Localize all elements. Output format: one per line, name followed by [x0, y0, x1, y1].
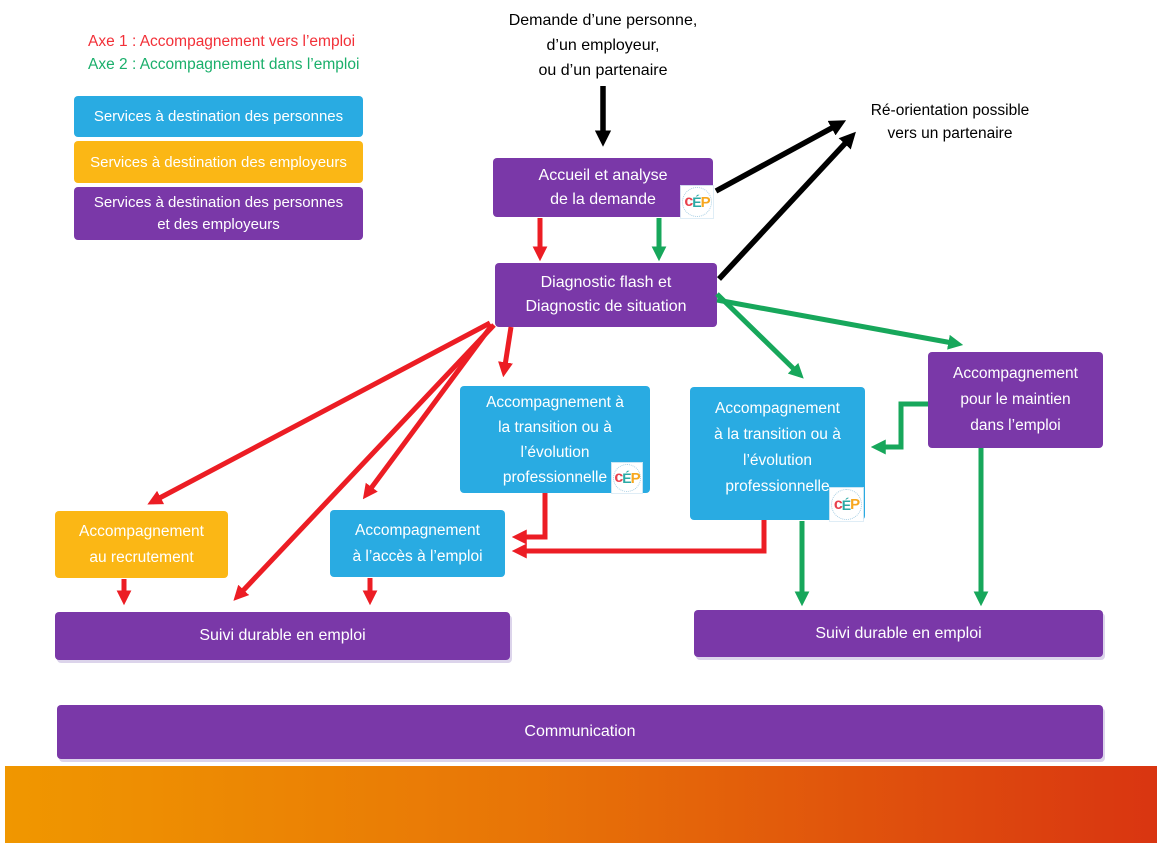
cep-logo-letter-e: É: [692, 194, 701, 210]
legend-box-personnes-employeurs-label: Services à destination des personnes et …: [93, 193, 344, 233]
recrutement-box-label: Accompagnement au recrutement: [79, 522, 204, 566]
cep-logo-letter-e: É: [841, 496, 851, 513]
cep-logo-letter-c: c: [833, 495, 843, 513]
cep-logo-ring: [613, 464, 641, 492]
acces-emploi-box-label: Accompagnement à l’accès à l’emploi: [352, 521, 483, 565]
cep-logo-ring: [682, 187, 712, 217]
legend-box-employeurs: Services à destination des employeurs: [74, 141, 363, 183]
maintien-box: Accompagnement pour le maintien dans l’e…: [928, 352, 1103, 448]
legend-box-personnes-label: Services à destination des personnes: [93, 108, 344, 125]
transition-right-box-label: Accompagnement à la transition ou à l’év…: [714, 400, 841, 495]
accueil-box: Accueil et analyse de la demande: [493, 158, 713, 217]
arrow-maintien-to-transition-right: [870, 401, 928, 455]
arrow-transition-right-to-acces: [511, 520, 767, 559]
cep-logo-letter-c: c: [614, 469, 623, 486]
cep-logo-letter-p: P: [630, 469, 641, 487]
cep-logo-letter-e: É: [622, 470, 631, 486]
legend-axe2-label: Axe 2 : Accompagnement dans l’emploi: [88, 56, 360, 73]
arrow-diagnostic-to-transition-left: [498, 326, 514, 378]
suivi-left-box: Suivi durable en emploi: [55, 612, 510, 660]
suivi-right-box-label: Suivi durable en emploi: [815, 624, 982, 642]
accueil-box-label: Accueil et analyse de la demande: [538, 166, 668, 208]
communication-box: Communication: [57, 705, 1103, 759]
legend-box-employeurs-label: Services à destination des employeurs: [90, 153, 347, 171]
demande-text: Demande d’une personne, d’un employeur, …: [508, 12, 698, 79]
cep-logo-letter-c: c: [684, 193, 693, 210]
communication-box-label: Communication: [524, 723, 636, 740]
suivi-right-box: Suivi durable en emploi: [694, 610, 1103, 657]
recrutement-box: Accompagnement au recrutement: [55, 511, 228, 578]
acces-emploi-box: Accompagnement à l’accès à l’emploi: [330, 510, 505, 577]
gradient-bar: [5, 766, 1157, 843]
arrow-diagnostic-to-reorientation: [716, 131, 856, 281]
transition-left-box-label: Accompagnement à la transition ou à l’év…: [486, 393, 624, 486]
diagnostic-box: Diagnostic flash et Diagnostic de situat…: [495, 263, 717, 327]
arrow-diagnostic-to-recrutement: [147, 320, 492, 505]
cep-logo-ring: [831, 489, 862, 520]
reorientation-text: Ré-orientation possible vers un partenai…: [870, 102, 1030, 142]
diagnostic-box-label: Diagnostic flash et Diagnostic de situat…: [525, 274, 687, 315]
cep-logo-letter-p: P: [850, 496, 860, 513]
legend-box-personnes: Services à destination des personnes: [74, 96, 363, 137]
maintien-box-label: Accompagnement pour le maintien dans l’e…: [953, 365, 1078, 434]
arrow-transition-left-to-acces: [511, 493, 548, 545]
arrow-diagnostic-to-maintien: [716, 297, 964, 350]
cep-logo-letter-p: P: [700, 193, 711, 211]
suivi-left-box-label: Suivi durable en emploi: [199, 627, 366, 644]
legend-axe1-label: Axe 1 : Accompagnement vers l’emploi: [88, 33, 356, 50]
legend-box-personnes-employeurs: Services à destination des personnes et …: [74, 187, 363, 240]
arrow-diagnostic-to-transition-right: [715, 292, 804, 379]
